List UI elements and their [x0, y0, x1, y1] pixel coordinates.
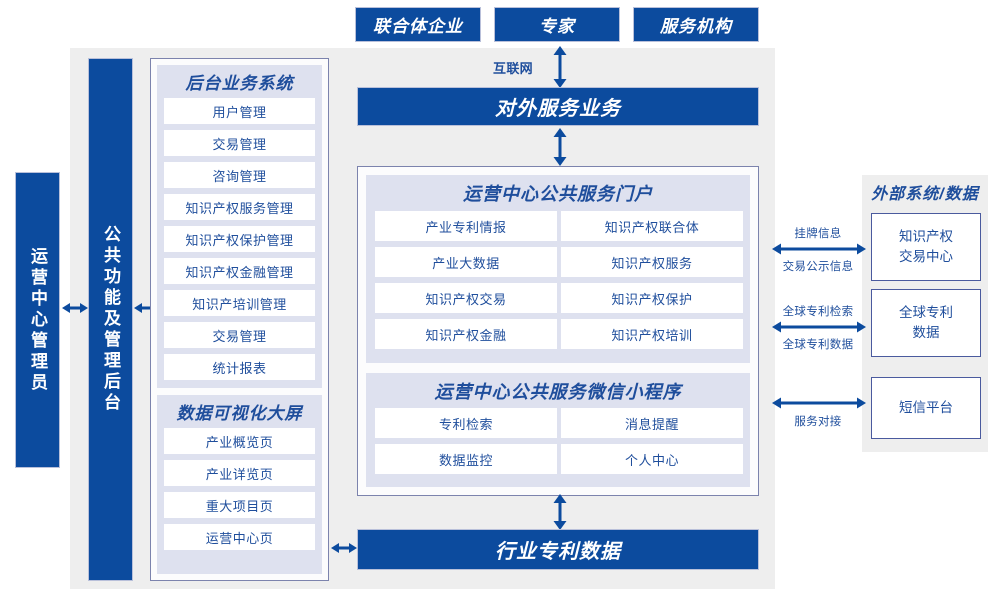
internet-label: 互联网: [493, 61, 533, 76]
backend-item[interactable]: 知识产培训管理: [164, 290, 315, 316]
portal-item[interactable]: 知识产权交易: [375, 283, 557, 313]
top-actor-label: 服务机构: [660, 17, 732, 36]
external-connection-label-below: 服务对接: [794, 416, 842, 428]
backend-item[interactable]: 统计报表: [164, 354, 315, 380]
portal-to-industry-arrow: [549, 494, 571, 530]
external-connection-label-below: 全球专利数据: [782, 339, 854, 351]
portal-item[interactable]: 知识产权金融: [375, 319, 557, 349]
service-portal-title: 运营中心公共服务门户: [463, 184, 653, 204]
portal-item[interactable]: 知识产权服务: [561, 247, 743, 277]
industry-patent-data-bar: 行业专利数据: [357, 529, 759, 570]
dataviz-item[interactable]: 运营中心页: [164, 524, 315, 550]
external-service-label: 对外服务业务: [495, 98, 621, 120]
portal-item[interactable]: 产业专利情报: [375, 211, 557, 241]
backend-item[interactable]: 交易管理: [164, 322, 315, 348]
dataviz-item[interactable]: 重大项目页: [164, 492, 315, 518]
backend-item[interactable]: 交易管理: [164, 130, 315, 156]
admin-to-common-arrow: [62, 300, 88, 316]
mini-program-item[interactable]: 个人中心: [561, 444, 743, 474]
external-systems-title: 外部系统/数据: [871, 186, 979, 203]
top-actor-label: 专家: [539, 17, 575, 36]
external-connection-arrow: [772, 395, 866, 411]
external-connection-label-above: 挂牌信息: [794, 228, 842, 240]
backend-item[interactable]: 咨询管理: [164, 162, 315, 188]
dataviz-to-industry-arrow: [331, 540, 357, 556]
backend-item[interactable]: 知识产权保护管理: [164, 226, 315, 252]
external-system-box[interactable]: 短信平台: [871, 377, 981, 439]
external-connection-label-below: 交易公示信息: [782, 261, 854, 273]
mini-program-item[interactable]: 消息提醒: [561, 408, 743, 438]
internet-arrow: [549, 46, 571, 88]
top-actor-label: 联合体企业: [373, 17, 463, 36]
portal-item[interactable]: 知识产权培训: [561, 319, 743, 349]
mini-program-title: 运营中心公共服务微信小程序: [434, 382, 682, 402]
dataviz-item[interactable]: 产业概览页: [164, 428, 315, 454]
operations-admin-label: 运营中心管理员: [28, 246, 47, 394]
mini-program-item[interactable]: 专利检索: [375, 408, 557, 438]
service-to-portal-arrow: [549, 128, 571, 166]
external-connection-arrow: [772, 319, 866, 335]
dataviz-title: 数据可视化大屏: [176, 403, 303, 423]
portal-item[interactable]: 产业大数据: [375, 247, 557, 277]
dataviz-item[interactable]: 产业详览页: [164, 460, 315, 486]
common-functions-label: 公共功能及管理后台: [101, 225, 120, 414]
operations-admin-bar: 运营中心管理员: [15, 172, 60, 468]
backend-item[interactable]: 知识产权服务管理: [164, 194, 315, 220]
external-connection-label-above: 全球专利检索: [782, 306, 854, 318]
external-system-box[interactable]: 全球专利 数据: [871, 289, 981, 357]
backend-item[interactable]: 用户管理: [164, 98, 315, 124]
common-functions-bar: 公共功能及管理后台: [88, 58, 133, 581]
top-actor-box-0: 联合体企业: [355, 7, 481, 42]
top-actor-box-1: 专家: [494, 7, 620, 42]
external-service-bar: 对外服务业务: [357, 87, 759, 126]
portal-item[interactable]: 知识产权联合体: [561, 211, 743, 241]
industry-patent-data-label: 行业专利数据: [495, 541, 621, 563]
backend-item[interactable]: 知识产权金融管理: [164, 258, 315, 284]
mini-program-item[interactable]: 数据监控: [375, 444, 557, 474]
top-actor-box-2: 服务机构: [633, 7, 759, 42]
backend-system-title: 后台业务系统: [185, 73, 294, 93]
portal-item[interactable]: 知识产权保护: [561, 283, 743, 313]
external-connection-arrow: [772, 241, 866, 257]
external-system-box[interactable]: 知识产权 交易中心: [871, 213, 981, 281]
